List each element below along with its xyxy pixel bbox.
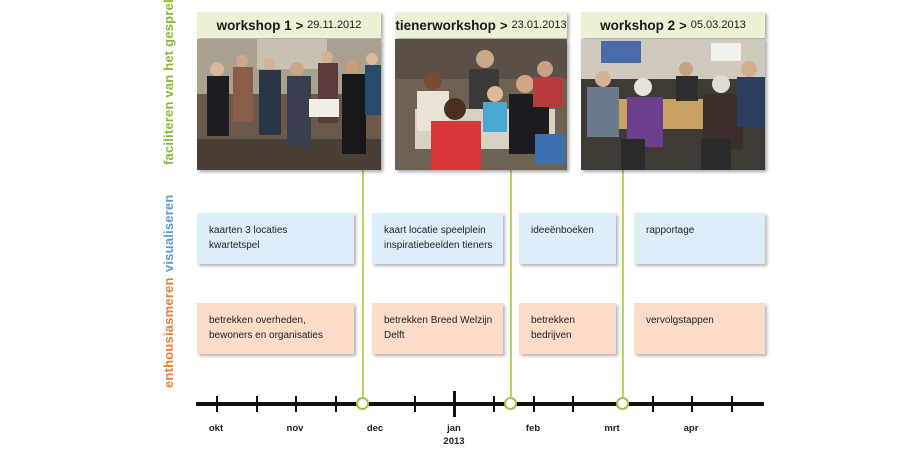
visualize-card-1: kaarten 3 locaties kwartetspel [197,213,354,264]
visualize-card-1-line-2: kwartetspel [209,238,344,253]
workshop-1-header: workshop 1 > 29.11.2012 [197,12,381,38]
row-label-enthuse: enthousiasmeren [161,277,176,388]
milestone-workshop-2 [616,397,629,410]
month-label-mrt: mrt [604,423,619,434]
month-label-jan: jan [447,423,461,434]
timeline-tick [335,396,337,412]
enthuse-card-1-line-2: bewoners en organisaties [209,328,344,343]
connector-tienerworkshop [510,168,512,397]
workshop-2-date: 05.03.2013 [691,19,746,31]
tienerworkshop-separator: > [500,18,508,33]
row-label-facilitate: faciliteren van het gesprek [161,0,176,165]
month-label-apr: apr [684,423,699,434]
month-label-dec: dec [367,423,383,434]
tienerworkshop-name: tienerworkshop [395,18,496,33]
timeline-tick [414,396,416,412]
row-label-visualize: visualiseren [161,194,176,272]
year-label: 2013 [443,436,464,447]
enthuse-card-4: vervolgstappen [634,303,765,354]
enthuse-card-1: betrekken overheden, bewoners en organis… [197,303,354,354]
tienerworkshop-date: 23.01.2013 [512,19,567,31]
timeline-axis [196,402,764,406]
workshop-2-name: workshop 2 [600,18,675,33]
tienerworkshop-header: tienerworkshop > 23.01.2013 [395,12,567,38]
month-label-okt: okt [209,423,223,434]
visualize-card-2-line-2: inspiratiebeelden tieners [384,238,493,253]
visualize-card-2: kaart locatie speelplein inspiratiebeeld… [372,213,503,264]
workshop-1-separator: > [296,18,304,33]
workshop-2-separator: > [679,18,687,33]
workshop-2-photo [581,39,765,170]
timeline-tick [216,396,218,412]
timeline-tick [731,396,733,412]
timeline-tick [493,396,495,412]
visualize-card-3: ideeënboeken [519,213,616,264]
connector-workshop-2 [622,168,624,397]
tienerworkshop-photo [395,39,567,170]
year-boundary-tick [453,391,456,417]
milestone-tienerworkshop [504,397,517,410]
visualize-card-2-line-1: kaart locatie speelplein [384,223,493,238]
month-label-nov: nov [287,423,304,434]
visualize-card-3-line-1: ideeënboeken [531,223,606,238]
milestone-workshop-1 [356,397,369,410]
month-label-feb: feb [526,423,540,434]
timeline-tick [256,396,258,412]
workshop-1-photo [197,39,381,170]
visualize-card-1-line-1: kaarten 3 locaties [209,223,344,238]
enthuse-card-2-line-1: betrekken Breed Welzijn [384,313,493,328]
timeline-tick [691,396,693,412]
enthuse-card-2-line-2: Delft [384,328,493,343]
enthuse-card-3: betrekken bedrijven [519,303,616,354]
connector-workshop-1 [362,168,364,397]
workshop-1-date: 29.11.2012 [307,19,361,31]
visualize-card-4-line-1: rapportage [646,223,755,238]
visualize-card-4: rapportage [634,213,765,264]
timeline-tick [652,396,654,412]
enthuse-card-2: betrekken Breed Welzijn Delft [372,303,503,354]
enthuse-card-3-line-2: bedrijven [531,328,606,343]
enthuse-card-3-line-1: betrekken [531,313,606,328]
enthuse-card-1-line-1: betrekken overheden, [209,313,344,328]
enthuse-card-4-line-1: vervolgstappen [646,313,755,328]
workshop-1-name: workshop 1 [217,18,292,33]
timeline-tick [572,396,574,412]
timeline-tick [533,396,535,412]
timeline-tick [295,396,297,412]
workshop-2-header: workshop 2 > 05.03.2013 [581,12,765,38]
